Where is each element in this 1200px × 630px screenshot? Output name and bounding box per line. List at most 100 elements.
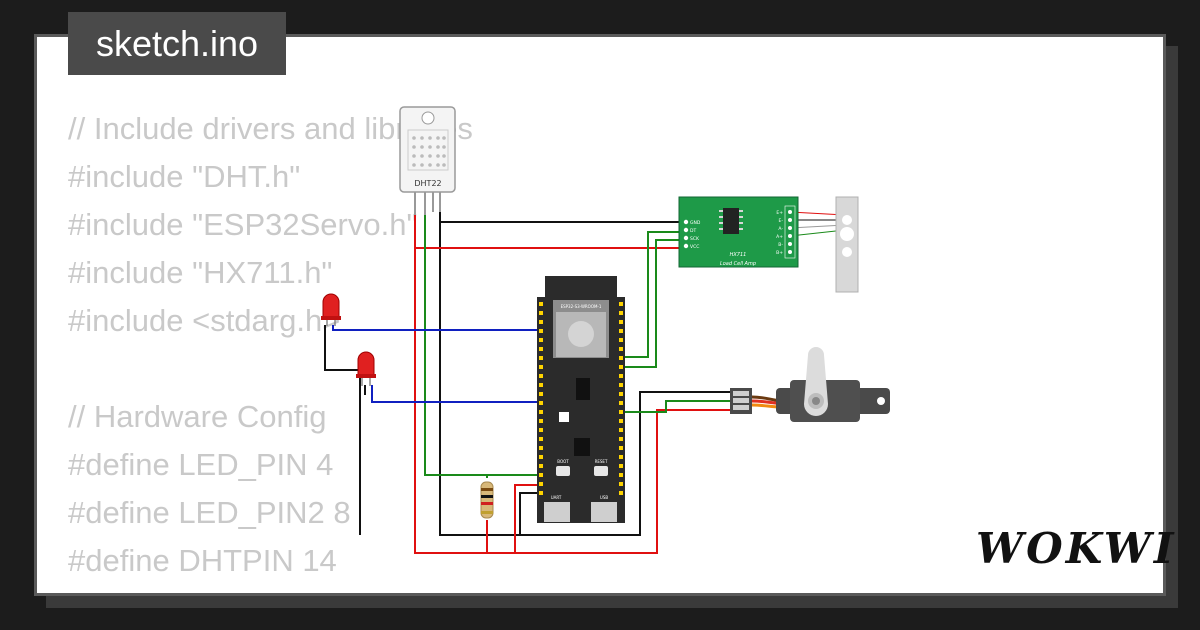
wire-esp-gnd [519, 492, 540, 535]
header-pin [539, 338, 543, 342]
header-pin [539, 392, 543, 396]
led-1[interactable] [321, 293, 341, 326]
code-line: #define servoPin 27 [68, 585, 473, 593]
header-pin [539, 302, 543, 306]
code-line: #include <stdarg.h> [68, 303, 341, 338]
resistor[interactable] [480, 481, 494, 519]
code-line: #include "ESP32Servo.h" [68, 207, 418, 242]
header-pin [619, 419, 623, 423]
hx711-left-pins: GND DT SCK VCC [690, 220, 701, 250]
header-pin [539, 383, 543, 387]
svg-text:GND: GND [690, 220, 701, 226]
uart-port[interactable] [544, 502, 570, 522]
file-tab[interactable]: sketch.ino [68, 12, 286, 75]
header-pin [539, 401, 543, 405]
hx711-module[interactable]: HX711 Load Cell Amp GND DT SCK VCC E+ E-… [678, 196, 799, 268]
header-pin [539, 311, 543, 315]
header-pin [619, 392, 623, 396]
wire-led1 [332, 325, 540, 331]
header-pin [539, 482, 543, 486]
header-pin [619, 311, 623, 315]
wire-vcc-servo [414, 215, 730, 554]
header-pin [539, 464, 543, 468]
usb-label: USB [600, 495, 608, 500]
svg-text:DT: DT [690, 228, 696, 234]
esp32-right-header [619, 302, 623, 495]
header-pin [619, 446, 623, 450]
header-pin [539, 491, 543, 495]
code-preview: // Include drivers and libraries#include… [68, 105, 473, 593]
load-cell[interactable] [835, 196, 859, 293]
wire-dht-data [424, 215, 540, 476]
reset-label: RESET [595, 459, 608, 464]
code-line: #define LED_PIN2 8 [68, 495, 351, 530]
servo-motor[interactable] [730, 347, 890, 422]
hx711-right-pins: E+ E- A- A+ B- B+ [776, 210, 783, 256]
dht22-grille [407, 129, 449, 171]
svg-text:VCC: VCC [690, 244, 699, 250]
svg-text:SCK: SCK [690, 236, 700, 242]
code-line: // Hardware Config [68, 399, 327, 434]
header-pin [619, 482, 623, 486]
header-pin [539, 356, 543, 360]
header-pin [619, 491, 623, 495]
hx711-right-pads [788, 210, 792, 254]
esp32-board[interactable]: ESP32-S3-WROOM-1 BOOT RESET UART USB [537, 276, 625, 523]
header-pin [539, 374, 543, 378]
rgb-led [559, 412, 569, 422]
header-pin [539, 446, 543, 450]
header-pin [539, 473, 543, 477]
header-pin [619, 410, 623, 414]
hx711-name: HX711 [730, 252, 747, 258]
reset-button[interactable] [594, 466, 608, 476]
wire-led1-gnd [324, 325, 361, 535]
header-pin [619, 473, 623, 477]
code-line: #define LED_PIN 4 [68, 447, 334, 482]
boot-button[interactable] [556, 466, 570, 476]
hx711-left-pads [683, 219, 689, 249]
svg-text:B-: B- [778, 242, 783, 248]
wire-resistor-vcc [514, 484, 540, 553]
wire-servo-signal [623, 400, 730, 413]
dht22-label: DHT22 [414, 179, 441, 188]
esp32-label: ESP32-S3-WROOM-1 [561, 304, 602, 309]
svg-text:E-: E- [779, 218, 784, 224]
header-pin [619, 383, 623, 387]
header-pin [619, 374, 623, 378]
header-pin [619, 338, 623, 342]
header-pin [539, 455, 543, 459]
code-line: #include "DHT.h" [68, 159, 301, 194]
wokwi-logo: WOKWI [976, 524, 1177, 573]
dht22-pins [414, 192, 441, 215]
svg-text:A-: A- [778, 226, 783, 232]
wire-led2 [371, 385, 540, 403]
header-pin [619, 320, 623, 324]
svg-text:E+: E+ [776, 210, 783, 216]
header-pin [539, 410, 543, 414]
wire-dht-gnd [439, 210, 685, 223]
header-pin [539, 428, 543, 432]
header-pin [619, 347, 623, 351]
esp32-left-header [539, 302, 543, 495]
usb-port[interactable] [591, 502, 617, 522]
header-pin [619, 428, 623, 432]
svg-text:B+: B+ [776, 250, 783, 256]
dht22-sensor[interactable]: DHT22 [399, 106, 456, 215]
uart-label: UART [551, 495, 562, 500]
led-2[interactable] [356, 351, 376, 386]
header-pin [539, 365, 543, 369]
wire-gnd-main [439, 222, 730, 536]
header-pin [539, 320, 543, 324]
wire-hx711-sck [623, 239, 685, 368]
header-pin [539, 347, 543, 351]
hx711-subtitle: Load Cell Amp [720, 261, 756, 267]
boot-label: BOOT [557, 459, 569, 464]
header-pin [539, 419, 543, 423]
header-pin [619, 437, 623, 441]
code-line: #include "HX711.h" [68, 255, 333, 290]
header-pin [619, 455, 623, 459]
header-pin [539, 437, 543, 441]
header-pin [619, 365, 623, 369]
header-pin [619, 356, 623, 360]
